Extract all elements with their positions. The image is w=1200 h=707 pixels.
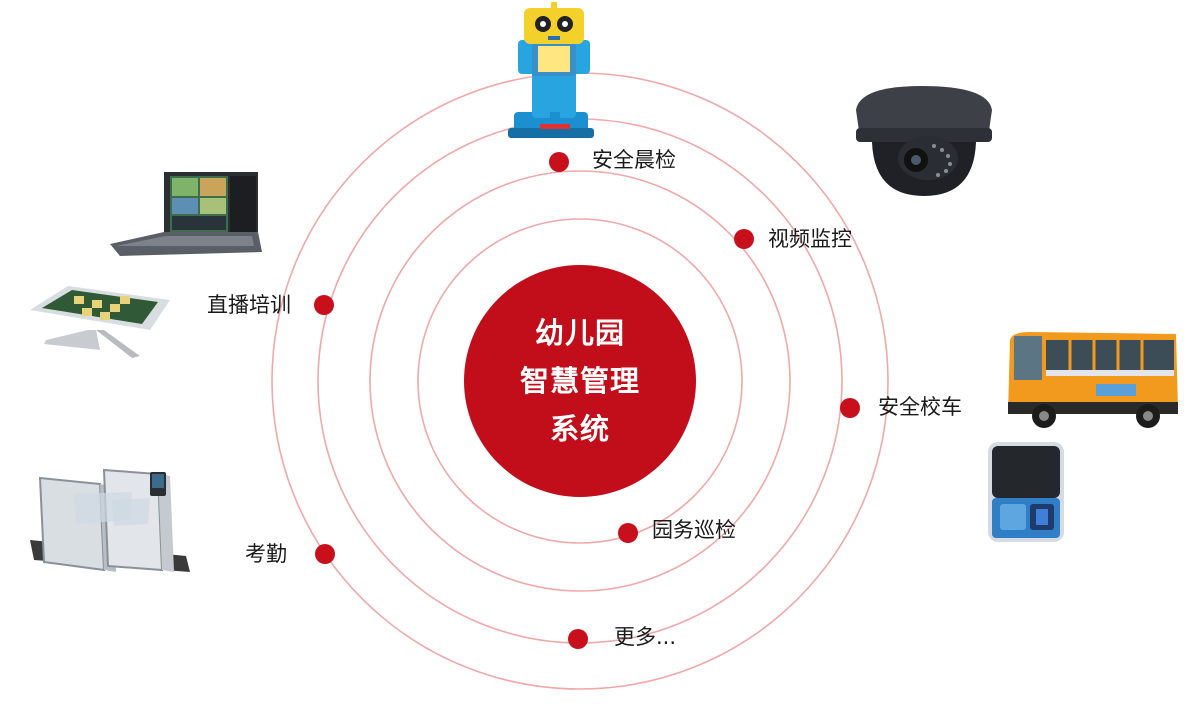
node-label-school-bus: 安全校车 — [878, 395, 962, 419]
node-label-live-training: 直播培训 — [207, 293, 291, 317]
node-dot-morning-check — [549, 152, 569, 172]
node-dot-more — [568, 629, 588, 649]
node-dot-attendance — [315, 544, 335, 564]
node-dot-live-training — [314, 295, 334, 315]
center-title-line-3: 系统 — [549, 412, 610, 446]
broadcast-laptop-icon — [110, 172, 262, 256]
node-dot-patrol — [618, 523, 638, 543]
card-reader-icon — [988, 442, 1064, 542]
center-title-line-1: 幼儿园 — [534, 316, 625, 350]
node-label-attendance: 考勤 — [245, 542, 287, 566]
orbit-ring-inner — [417, 218, 743, 544]
touch-table-icon — [30, 286, 170, 358]
robot-icon — [508, 2, 594, 138]
node-dot-video-monitor — [734, 229, 754, 249]
dome-camera-icon — [856, 86, 992, 196]
center-system-title: 幼儿园 智慧管理 系统 — [464, 265, 696, 497]
node-label-video-monitor: 视频监控 — [768, 227, 852, 251]
school-bus-icon — [1008, 332, 1178, 428]
orbit-ring-second — [369, 170, 791, 592]
node-dot-school-bus — [840, 398, 860, 418]
node-label-patrol: 园务巡检 — [652, 518, 736, 542]
center-title-line-2: 智慧管理 — [519, 364, 640, 398]
node-label-morning-check: 安全晨检 — [592, 148, 676, 172]
access-gate-icon — [30, 468, 190, 572]
node-label-more: 更多... — [614, 625, 677, 649]
